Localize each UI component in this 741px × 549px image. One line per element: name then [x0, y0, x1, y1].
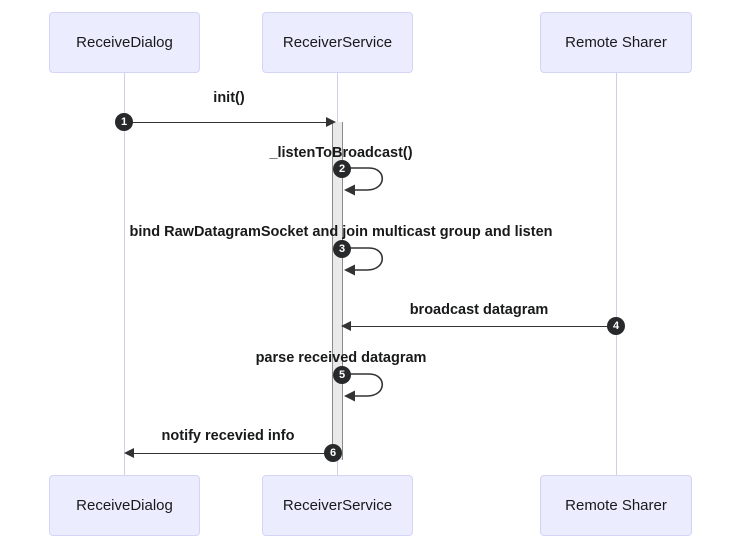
- message-line-4: [350, 326, 616, 327]
- message-line-1: [124, 122, 328, 123]
- message-sequence-badge-1: 1: [115, 113, 133, 131]
- message-sequence-badge-2: 2: [333, 160, 351, 178]
- participant-label-receiver-service-bottom: ReceiverService: [282, 497, 393, 514]
- participant-label-remote-sharer-bottom: Remote Sharer: [565, 497, 667, 514]
- message-selfloop-2: [342, 167, 384, 196]
- activation-bar-receiver-service: [332, 122, 343, 460]
- message-arrowhead-6: [124, 448, 134, 458]
- participant-box-receive-dialog-top[interactable]: ReceiveDialog: [49, 12, 200, 73]
- participant-label-receive-dialog-top: ReceiveDialog: [76, 34, 173, 51]
- message-label-4: broadcast datagram: [409, 302, 549, 318]
- message-label-5: parse received datagram: [255, 350, 427, 366]
- participant-label-receiver-service-top: ReceiverService: [282, 34, 393, 51]
- message-label-1: init(): [213, 90, 245, 106]
- participant-label-remote-sharer-top: Remote Sharer: [565, 34, 667, 51]
- message-label-2: _listenToBroadcast(): [269, 145, 413, 161]
- message-sequence-badge-5: 5: [333, 366, 351, 384]
- message-line-6: [133, 453, 332, 454]
- message-sequence-badge-6: 6: [324, 444, 342, 462]
- participant-label-receive-dialog-bottom: ReceiveDialog: [76, 497, 173, 514]
- message-selfloop-3: [342, 247, 384, 276]
- message-sequence-badge-3: 3: [333, 240, 351, 258]
- participant-box-remote-sharer-bottom[interactable]: Remote Sharer: [540, 475, 692, 536]
- participant-box-receive-dialog-bottom[interactable]: ReceiveDialog: [49, 475, 200, 536]
- message-sequence-badge-4: 4: [607, 317, 625, 335]
- lifeline-remote-sharer: [616, 73, 617, 475]
- message-label-6: notify recevied info: [161, 428, 295, 444]
- lifeline-receive-dialog: [124, 73, 125, 475]
- message-label-3: bind RawDatagramSocket and join multicas…: [129, 224, 553, 240]
- participant-box-receiver-service-top[interactable]: ReceiverService: [262, 12, 413, 73]
- participant-box-remote-sharer-top[interactable]: Remote Sharer: [540, 12, 692, 73]
- message-arrowhead-4: [341, 321, 351, 331]
- message-selfloop-5: [342, 373, 384, 402]
- participant-box-receiver-service-bottom[interactable]: ReceiverService: [262, 475, 413, 536]
- message-arrowhead-1: [326, 117, 336, 127]
